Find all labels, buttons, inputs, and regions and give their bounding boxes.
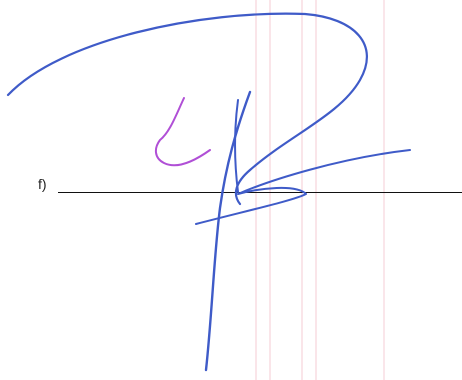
field-label: f): [38, 176, 47, 192]
signature-line: [58, 192, 462, 193]
